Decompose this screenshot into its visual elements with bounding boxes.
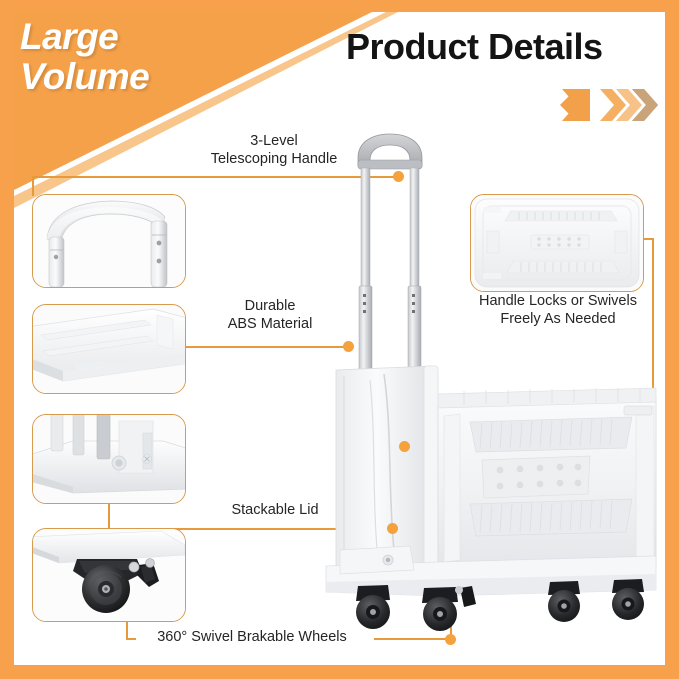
label-abs-material-line1: Durable	[244, 298, 296, 314]
connector-dot-lid	[387, 523, 398, 534]
label-stackable-lid: Stackable Lid	[186, 501, 364, 519]
label-telescoping-handle-line2: Telescoping Handle	[210, 151, 338, 167]
chevrons-left-icon	[560, 88, 664, 122]
telescoping-handle-photo	[32, 194, 186, 288]
handle-lock-photo	[470, 194, 644, 292]
label-telescoping-handle: 3-Level Telescoping Handle	[174, 132, 374, 168]
label-handle-lock: Handle Locks or Swivels Freely As Needed	[454, 292, 662, 328]
bottom-white-pad	[28, 643, 665, 665]
connector-dot-wheel	[445, 634, 456, 645]
folding-trolley-crate	[314, 130, 665, 642]
connector-wheels-vertical-2	[450, 620, 452, 640]
banner-text: Large Volume	[20, 16, 150, 97]
connector-lock-vertical	[652, 238, 654, 530]
connector-handle-horizontal	[32, 176, 398, 178]
stackable-lid-photo	[32, 414, 186, 504]
page-title: Product Details	[346, 26, 603, 67]
connector-lid-vertical	[108, 500, 110, 530]
label-handle-lock-line2: Freely As Needed	[500, 311, 616, 327]
banner-line-2: Volume	[20, 56, 150, 97]
connector-abs-horizontal	[182, 346, 348, 348]
connector-dot-abs	[343, 341, 354, 352]
connector-dot-crate	[399, 441, 410, 452]
connector-wheels-horizontal	[126, 638, 136, 640]
label-stackable-lid-line1: Stackable Lid	[231, 502, 319, 518]
abs-material-photo	[32, 304, 186, 394]
banner-line-1: Large	[20, 16, 119, 57]
connector-lid-horizontal	[108, 528, 392, 530]
swivel-wheel-photo	[32, 528, 186, 622]
connector-wheels-horizontal-2	[374, 638, 452, 640]
label-swivel-wheels-line1: 360° Swivel Brakable Wheels	[157, 629, 347, 645]
content-card: Large Volume Product Details	[14, 12, 665, 665]
connector-wheels-vertical	[126, 618, 128, 640]
connector-dot-handle	[393, 171, 404, 182]
label-swivel-wheels: 360° Swivel Brakable Wheels	[126, 628, 378, 646]
label-telescoping-handle-line1: 3-Level	[250, 133, 298, 149]
connector-lock-horizontal	[640, 238, 654, 240]
label-abs-material-line2: ABS Material	[227, 316, 313, 332]
connector-handle-vertical	[32, 176, 34, 196]
label-handle-lock-line1: Handle Locks or Swivels	[479, 293, 637, 309]
label-abs-material: Durable ABS Material	[196, 297, 344, 333]
